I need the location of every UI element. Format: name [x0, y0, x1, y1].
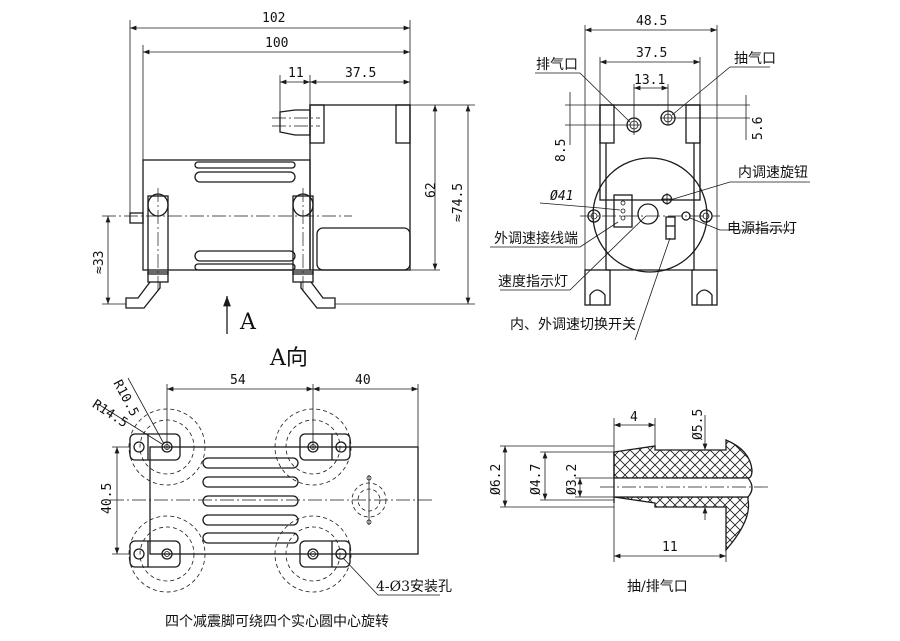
callout-speed-mode-switch: 内、外调速切换开关	[510, 317, 636, 333]
dim-bore-diameter: Ø3.2	[565, 463, 580, 495]
dim-diameter: Ø41	[550, 189, 574, 204]
dim-port-offset: 11	[288, 66, 304, 81]
damping-foot	[125, 188, 169, 309]
damping-foot-tr	[274, 408, 352, 486]
dim-head-length: 37.5	[345, 66, 377, 81]
callout-power-indicator: 电源指示灯	[727, 221, 797, 237]
dim-total-length: 11	[662, 540, 678, 555]
dim-head-offset: 40	[355, 373, 371, 388]
dim-outer-width: 48.5	[636, 14, 668, 29]
dim-overall-length: 102	[262, 11, 286, 26]
dim-barb-length: 4	[630, 410, 638, 425]
dim-body-length: 100	[265, 36, 289, 51]
bottom-view-title: A向	[270, 346, 308, 371]
vent-slot	[194, 250, 296, 262]
external-speed-terminal	[613, 194, 633, 228]
damping-foot	[292, 188, 336, 309]
side-foot	[691, 269, 718, 306]
base-outline	[149, 446, 419, 555]
vent-slot	[194, 171, 296, 183]
port-barb	[279, 109, 311, 136]
vent-slot	[194, 161, 296, 169]
dim-outer-diameter: Ø6.2	[489, 463, 504, 495]
dim-port-spacing: 13.1	[634, 73, 666, 88]
dim-axis-height: ≈33	[92, 250, 107, 274]
dim-overall-height: ≈74.5	[451, 182, 466, 222]
port-wall-top	[613, 439, 753, 479]
side-view	[490, 25, 810, 341]
bottom-view	[97, 377, 440, 596]
vent-slot	[194, 263, 296, 271]
port-wall-bottom	[613, 496, 750, 552]
dim-foot-width: 40.5	[100, 482, 115, 514]
dim-right-port-height: 5.6	[751, 116, 766, 140]
callout-internal-speed-knob: 内调速旋钮	[738, 165, 808, 181]
port-detail-caption: 抽/排气口	[627, 579, 688, 595]
speed-indicator-light	[637, 203, 659, 225]
view-arrow-label: A	[240, 310, 256, 335]
callout-external-speed-terminal: 外调速接线端	[494, 231, 578, 247]
side-foot	[584, 269, 611, 306]
callout-speed-indicator: 速度指示灯	[498, 274, 568, 290]
damping-foot-br	[274, 515, 352, 593]
dim-mid-diameter: Ø4.7	[529, 463, 544, 495]
head-outline	[599, 104, 701, 201]
callout-mounting-holes: 4-Ø3安装孔	[376, 579, 453, 595]
damping-foot-bl	[128, 515, 206, 593]
pump-head	[309, 104, 411, 271]
dim-inner-width: 37.5	[636, 46, 668, 61]
port-detail	[500, 415, 768, 562]
dim-flange-diameter: Ø5.5	[691, 408, 706, 440]
dim-left-port-height: 8.5	[554, 138, 569, 162]
dim-body-height: 62	[424, 182, 439, 198]
dim-foot-spacing: 54	[230, 373, 246, 388]
callout-exhaust-port: 排气口	[536, 57, 578, 73]
motor-circle	[592, 157, 708, 273]
bottom-view-note: 四个减震脚可绕四个实心圆中心旋转	[165, 614, 389, 630]
speed-mode-switch	[665, 216, 676, 240]
head-tab	[309, 104, 325, 144]
callout-suction-port: 抽气口	[734, 51, 776, 67]
front-view	[102, 20, 475, 334]
head-tab	[395, 104, 411, 144]
head-lower-block	[316, 227, 411, 271]
